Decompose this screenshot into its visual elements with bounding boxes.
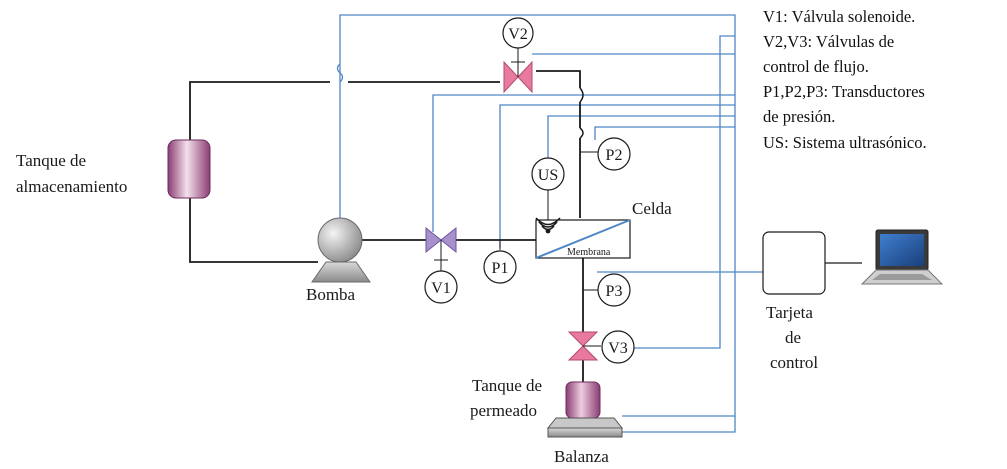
pipe-crossover-left [336, 63, 344, 83]
permeate-tank-label-2: permeado [470, 401, 537, 420]
legend-line-1: V1: Válvula solenoide. [763, 7, 915, 26]
signal-line-v3 [622, 35, 735, 349]
permeate-tank [565, 381, 601, 419]
us-instrument-circle [531, 157, 565, 191]
v1-instrument-circle [424, 270, 458, 304]
p3-instrument-circle [597, 273, 631, 307]
p3-instrument-label: P3 [606, 283, 623, 300]
legend: V1: Válvula solenoide. V2,V3: Válvulas d… [763, 7, 927, 152]
storage-tank-label-2: almacenamiento [16, 177, 127, 196]
signal-line-scale [622, 416, 736, 433]
scale-label: Balanza [554, 447, 609, 466]
signal-line-pump [339, 14, 736, 417]
v3-valve [567, 331, 601, 361]
v1-valve [425, 226, 457, 272]
us-instrument-label: US [538, 167, 558, 184]
signal-line-p1 [499, 104, 735, 248]
pump-label: Bomba [306, 285, 356, 304]
control-card-label-2: de [785, 328, 801, 347]
signal-line-v1 [432, 94, 735, 232]
permeate-tank-label-1: Tanque de [472, 376, 542, 395]
membrane-label: Membrana [567, 247, 611, 258]
p1-instrument-label: P1 [492, 260, 509, 277]
signal-line-us [547, 115, 735, 158]
pipe-crossover-right [579, 87, 584, 103]
v3-instrument-circle [601, 330, 635, 364]
pump [311, 217, 371, 283]
storage-tank [167, 139, 211, 199]
pipe-crossover-right-2 [579, 127, 584, 139]
pipe-return-line [189, 81, 330, 140]
v2-instrument-circle [502, 17, 534, 49]
p2-instrument-circle [597, 137, 631, 171]
pipe-v2-to-cell [536, 70, 581, 88]
cell-label: Celda [632, 199, 672, 218]
laptop-icon [860, 229, 944, 285]
legend-line-3: control de flujo. [763, 57, 869, 76]
scale [546, 417, 624, 438]
signal-lines [339, 14, 763, 433]
p1-instrument-circle [483, 250, 517, 284]
v2-instrument-label: V2 [508, 26, 528, 43]
v3-instrument-label: V3 [608, 340, 628, 357]
storage-tank-label-1: Tanque de [16, 151, 86, 170]
signal-line-p2 [594, 126, 735, 140]
legend-line-5: de presión. [763, 107, 835, 126]
v2-valve [503, 47, 533, 94]
control-card-label-3: control [770, 353, 818, 372]
control-card-label-1: Tarjeta [766, 303, 813, 322]
p2-instrument-label: P2 [606, 147, 623, 164]
v1-instrument-label: V1 [431, 280, 451, 297]
process-pipes [189, 70, 584, 382]
ultrasound-icon [535, 217, 561, 234]
legend-line-4: P1,P2,P3: Transductores [763, 82, 925, 101]
control-card [762, 231, 826, 295]
pipe-tank-to-pump [189, 198, 318, 263]
legend-line-6: US: Sistema ultrasónico. [763, 133, 927, 152]
legend-line-2: V2,V3: Válvulas de [763, 32, 894, 51]
